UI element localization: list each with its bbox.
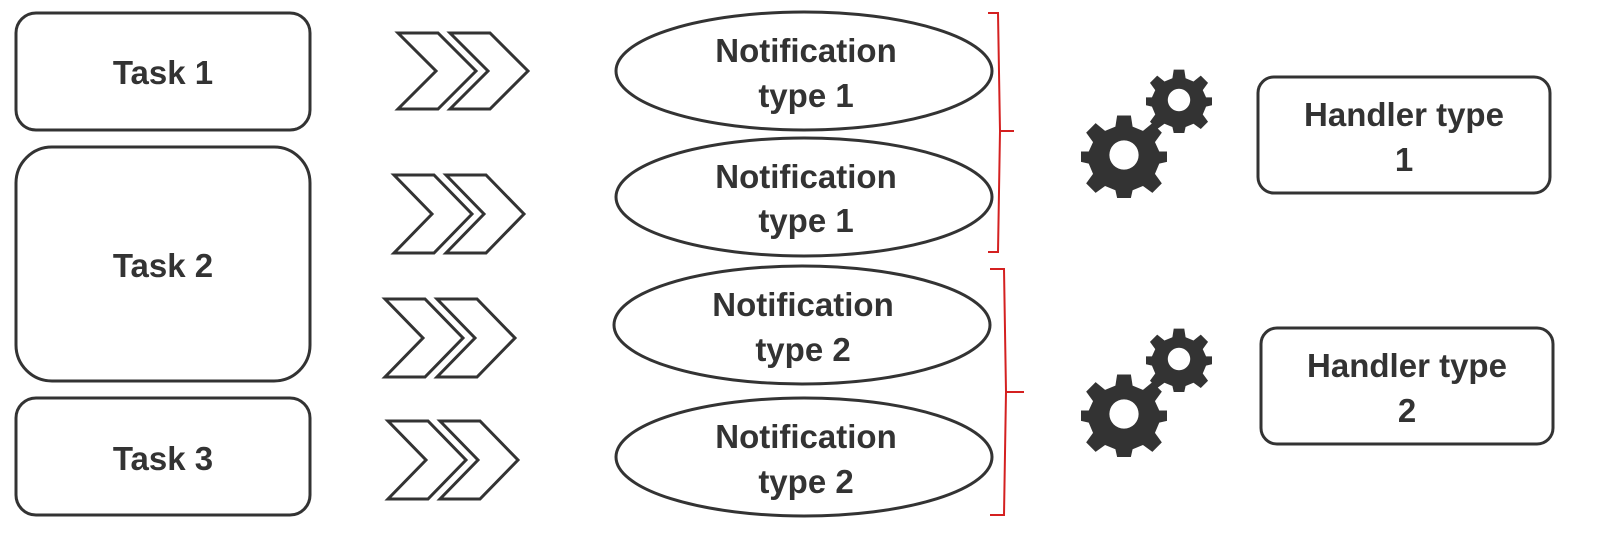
notification-1-line1: Notification bbox=[715, 32, 896, 69]
double-chevron-right-icon bbox=[390, 173, 527, 255]
handler-2: Handler type 2 bbox=[1259, 326, 1555, 446]
notification-4: Notification type 2 bbox=[614, 396, 994, 518]
task-3: Task 3 bbox=[14, 396, 312, 517]
task-1: Task 1 bbox=[14, 11, 312, 132]
group-brace-type-1 bbox=[988, 12, 1014, 253]
group-brace-type-2 bbox=[990, 268, 1024, 516]
notification-2-line1: Notification bbox=[715, 158, 896, 195]
notification-2-line2: type 1 bbox=[758, 202, 853, 239]
task-3-label: Task 3 bbox=[113, 440, 213, 477]
notification-3: Notification type 2 bbox=[612, 264, 992, 386]
notification-3-line1: Notification bbox=[712, 286, 893, 323]
notification-4-line2: type 2 bbox=[758, 463, 853, 500]
double-chevron-right-icon bbox=[394, 31, 531, 111]
handler-1: Handler type 1 bbox=[1256, 75, 1552, 195]
notification-1-line2: type 1 bbox=[758, 77, 853, 114]
notification-2: Notification type 1 bbox=[614, 136, 994, 258]
handler-2-line2: 2 bbox=[1398, 392, 1416, 429]
notification-4-line1: Notification bbox=[715, 418, 896, 455]
handler-2-line1: Handler type bbox=[1307, 347, 1507, 384]
task-1-label: Task 1 bbox=[113, 54, 213, 91]
double-chevron-right-icon bbox=[384, 419, 521, 501]
task-2-label: Task 2 bbox=[113, 247, 213, 284]
gears-icon bbox=[1081, 69, 1212, 198]
double-chevron-right-icon bbox=[381, 297, 518, 379]
handler-1-line1: Handler type bbox=[1304, 96, 1504, 133]
notification-3-line2: type 2 bbox=[755, 331, 850, 368]
task-2: Task 2 bbox=[14, 145, 312, 383]
gears-icon bbox=[1081, 328, 1212, 457]
notification-1: Notification type 1 bbox=[614, 10, 994, 132]
handler-1-line2: 1 bbox=[1395, 141, 1413, 178]
